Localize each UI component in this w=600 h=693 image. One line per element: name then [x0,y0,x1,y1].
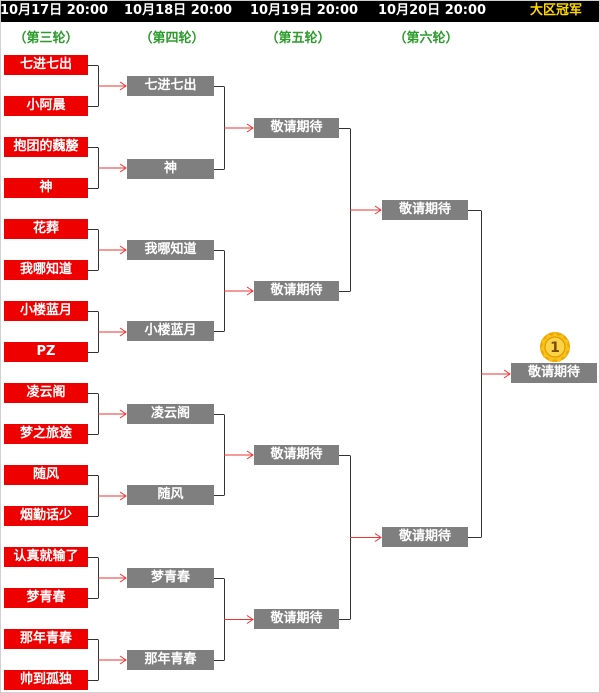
advance-arrowhead [119,81,127,91]
round3-team-box: 那年青春 [4,629,88,649]
round3-team-box: 我哪知道 [4,260,88,280]
advance-arrowhead [119,163,127,173]
round-label-6: （第六轮） [393,31,459,46]
gold-medal-icon: 1 [540,332,570,362]
round3-team-box: 帅到孤独 [4,670,88,690]
medal-number: 1 [550,340,560,356]
advance-arrowhead [374,205,382,215]
round6-pending-box: 敬请期待 [382,527,468,547]
round3-team-box: 小楼蓝月 [4,301,88,321]
date-round6: 10月20日 20:00 [378,3,487,18]
date-round4: 10月18日 20:00 [124,3,233,18]
round5-pending-box: 敬请期待 [254,281,339,301]
advance-arrowhead [119,409,127,419]
advance-arrowhead [246,123,254,133]
round3-team-box: 小阿晨 [4,96,88,116]
advance-arrowhead [119,245,127,255]
round4-team-box: 随风 [127,485,214,505]
round5-pending-box: 敬请期待 [254,445,339,465]
round4-team-box: 神 [127,159,214,179]
round3-team-box: 随风 [4,465,88,485]
round3-team-box: 梦之旅途 [4,424,88,444]
round6-pending-box: 敬请期待 [382,200,468,220]
round3-team-box: 烟勤话少 [4,506,88,526]
round3-team-box: 梦青春 [4,588,88,608]
advance-arrowhead [119,491,127,501]
round3-team-box: PZ [4,342,88,362]
advance-arrowhead [246,450,254,460]
round3-team-box: 神 [4,178,88,198]
round3-team-box: 七进七出 [4,55,88,75]
advance-arrowhead [503,369,511,379]
round3-team-box: 抱团的蘶嫠 [4,137,88,157]
advance-arrowhead [374,533,382,542]
round5-pending-box: 敬请期待 [254,609,339,629]
round4-team-box: 小楼蓝月 [127,321,214,341]
header-bar: 10月17日 20:00 10月18日 20:00 10月19日 20:00 1… [0,0,600,22]
round-label-5: （第五轮） [265,31,331,46]
advance-arrowhead [119,655,127,665]
round4-team-box: 梦青春 [127,568,214,588]
round3-team-box: 花葬 [4,219,88,239]
round4-team-box: 那年青春 [127,650,214,670]
date-round5: 10月19日 20:00 [250,3,359,18]
round3-team-box: 认真就输了 [4,547,88,567]
round-label-3: （第三轮） [13,31,79,46]
round4-team-box: 我哪知道 [127,240,214,260]
date-round3: 10月17日 20:00 [0,3,109,18]
advance-arrowhead [119,327,127,337]
round4-team-box: 凌云阁 [127,404,214,424]
advance-arrowhead [246,615,254,624]
advance-arrowhead [246,286,254,296]
final-pending-box: 敬请期待 [511,363,597,383]
round3-team-box: 凌云阁 [4,383,88,403]
champion-label: 大区冠军 [529,3,582,18]
advance-arrowhead [119,573,127,583]
round5-pending-box: 敬请期待 [254,118,339,138]
round-label-4: （第四轮） [139,31,205,46]
round4-team-box: 七进七出 [127,76,214,96]
